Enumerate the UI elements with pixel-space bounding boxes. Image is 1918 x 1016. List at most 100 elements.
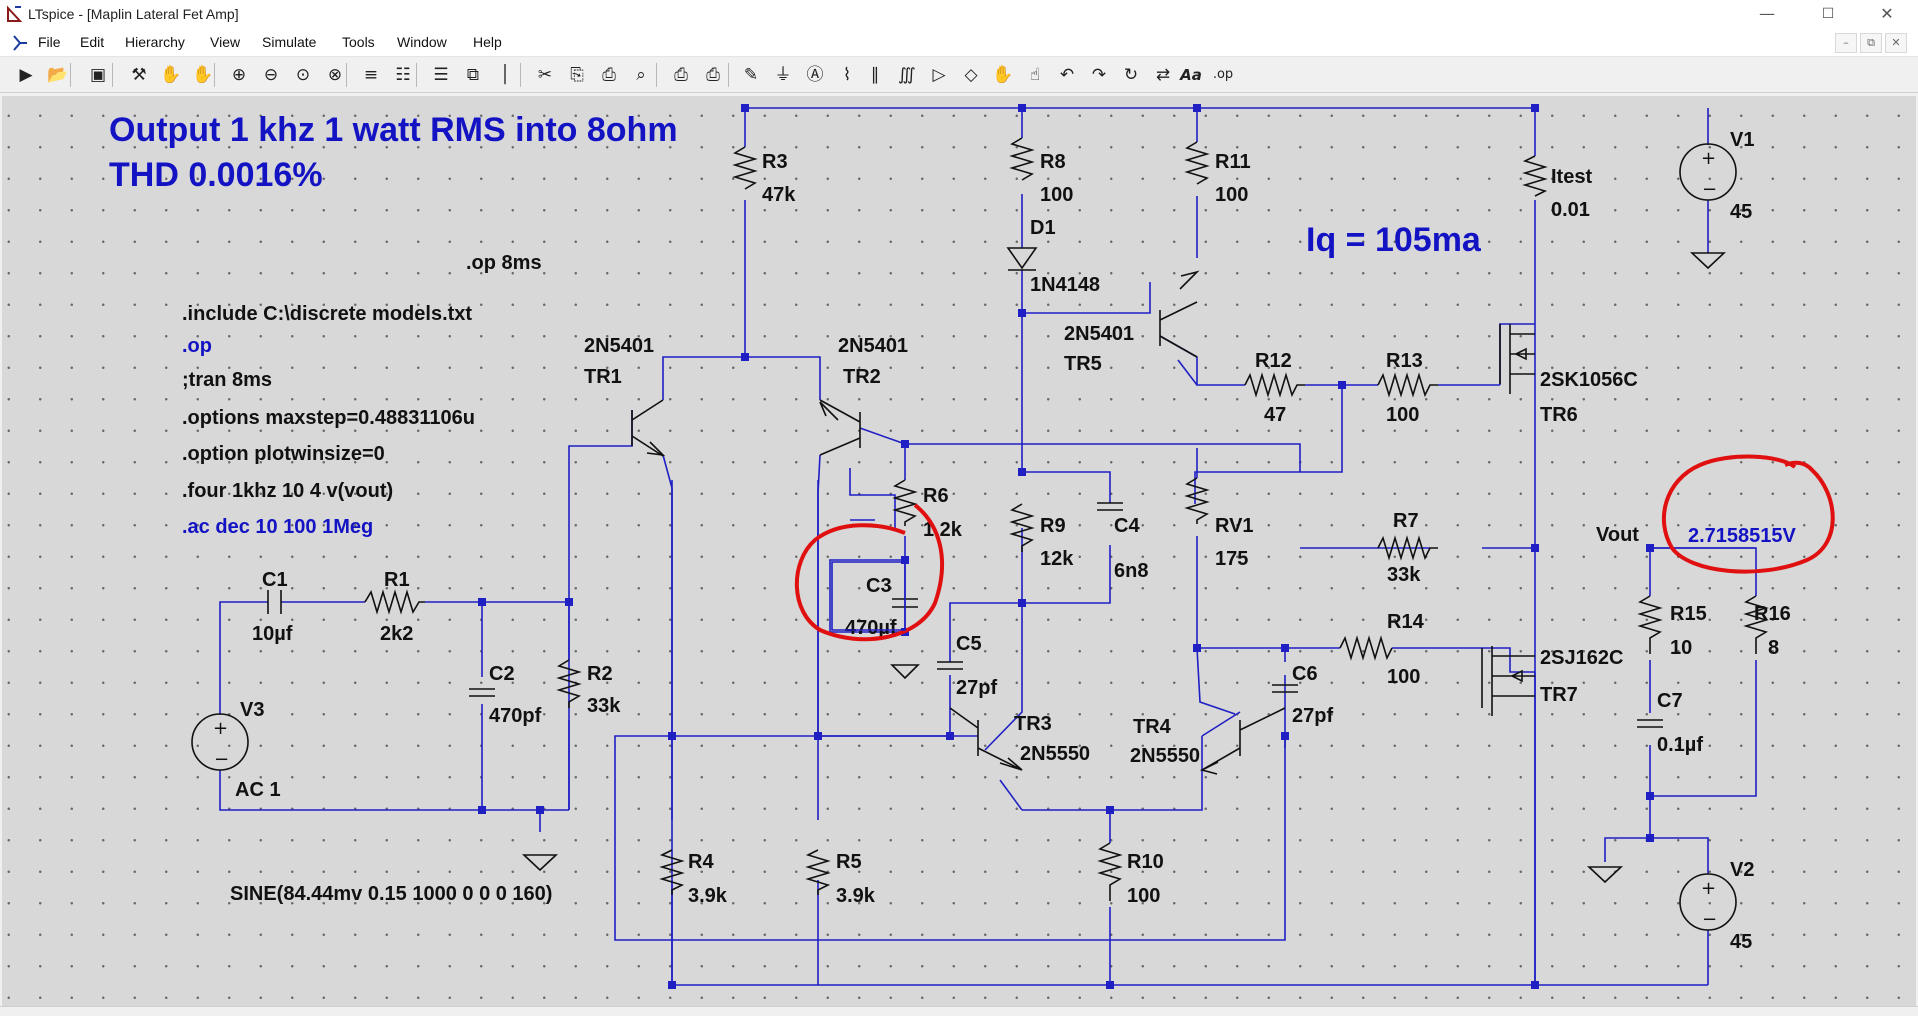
- resistor-icon-glyph: ⌇: [842, 65, 852, 85]
- text-icon-glyph: Aa: [1180, 66, 1202, 84]
- autorange-icon[interactable]: ≡: [358, 62, 384, 88]
- capacitor-C2: [469, 688, 495, 697]
- bjt-TR5: [1159, 270, 1200, 358]
- grid-off-icon[interactable]: ☷: [390, 62, 416, 88]
- save-icon[interactable]: ▣: [85, 62, 111, 88]
- copy-icon-glyph: ⎘: [570, 65, 584, 85]
- menu-simulate[interactable]: Simulate: [262, 34, 317, 50]
- value-R16: 8: [1768, 637, 1779, 659]
- resistor-RV1: [1184, 477, 1210, 524]
- value-V3: AC 1: [235, 779, 281, 801]
- label-R13: R13: [1386, 350, 1423, 372]
- cut-icon[interactable]: ✂: [532, 62, 558, 88]
- print-icon[interactable]: ⎙: [700, 62, 726, 88]
- resistor-icon[interactable]: ⌇: [834, 62, 860, 88]
- halt-icon[interactable]: ✋: [158, 62, 184, 88]
- menu-help[interactable]: Help: [473, 34, 502, 50]
- label-C1: C1: [262, 569, 288, 591]
- label-R7: R7: [1393, 510, 1419, 532]
- menu-window[interactable]: Window: [397, 34, 447, 50]
- part-TR1: 2N5401: [584, 335, 654, 357]
- inductor-icon[interactable]: ∭: [894, 62, 920, 88]
- ltspice-app-icon: [7, 5, 23, 22]
- menu-file[interactable]: File: [38, 34, 61, 50]
- zoom-fit-icon[interactable]: ⊙: [290, 62, 316, 88]
- bjt-TR2: [819, 399, 861, 456]
- label-TR4: TR4: [1133, 716, 1172, 738]
- cascade-icon[interactable]: ⧉: [460, 62, 486, 88]
- value-R1: 2k2: [380, 623, 413, 645]
- copy-icon[interactable]: ⎘: [564, 62, 590, 88]
- label-net-icon-glyph: Ⓐ: [806, 65, 824, 85]
- resistor-R14: [1339, 635, 1393, 661]
- zoom-out-icon[interactable]: ⊖: [258, 62, 284, 88]
- capacitor-C6: [1272, 684, 1298, 693]
- mdi-minimize-icon[interactable]: –: [1835, 33, 1857, 53]
- drag-icon-glyph: ☝: [1029, 65, 1041, 85]
- zoom-cancel-icon[interactable]: ⊗: [322, 62, 348, 88]
- toolbar-separator: [656, 63, 657, 87]
- mirror-icon[interactable]: ⇄: [1150, 62, 1176, 88]
- open-icon-glyph: 📂: [47, 65, 69, 85]
- capacitor-C1: [267, 590, 282, 614]
- source-V3: [191, 713, 249, 771]
- maximize-icon[interactable]: ☐: [1821, 6, 1835, 22]
- close-icon[interactable]: ✕: [1880, 4, 1894, 23]
- zoom-cancel-icon-glyph: ⊗: [327, 65, 343, 85]
- zoom-in-icon[interactable]: ⊕: [226, 62, 252, 88]
- move-icon[interactable]: ✋: [990, 62, 1016, 88]
- menu-tools[interactable]: Tools: [342, 34, 375, 50]
- directive-op: .op: [182, 335, 212, 357]
- mdi-close-icon[interactable]: ✕: [1885, 33, 1907, 53]
- menu-hierarchy[interactable]: Hierarchy: [125, 34, 185, 50]
- paste-icon[interactable]: ⎙: [596, 62, 622, 88]
- ltspice-menu-logo-icon[interactable]: [12, 34, 28, 52]
- diode-icon[interactable]: ▷: [926, 62, 952, 88]
- mdi-restore-icon[interactable]: ⧉: [1860, 33, 1882, 53]
- control-panel-icon[interactable]: ⚒: [126, 62, 152, 88]
- svg-text:+: +: [1701, 148, 1716, 169]
- pan-icon[interactable]: ✋: [190, 62, 216, 88]
- label-C2: C2: [489, 663, 515, 685]
- ground-v1: [1689, 252, 1727, 270]
- tile-horizontal-icon[interactable]: ☰: [428, 62, 454, 88]
- spice-directive-icon[interactable]: .op: [1210, 62, 1236, 88]
- rotate-icon-glyph: ↻: [1123, 65, 1139, 85]
- find-icon[interactable]: ⌕: [628, 62, 654, 88]
- rotate-icon[interactable]: ↻: [1118, 62, 1144, 88]
- text-icon[interactable]: Aa: [1178, 62, 1204, 88]
- resistor-R7: [1377, 535, 1438, 561]
- capacitor-icon[interactable]: ∥: [862, 62, 888, 88]
- value-D1: 1N4148: [1030, 274, 1100, 296]
- redo-icon[interactable]: ↷: [1086, 62, 1112, 88]
- label-R14: R14: [1387, 611, 1425, 633]
- source-V2: [1679, 873, 1737, 931]
- tile-vertical-icon[interactable]: │: [492, 62, 518, 88]
- label-TR7: TR7: [1540, 684, 1578, 706]
- label-net-icon[interactable]: Ⓐ: [802, 62, 828, 88]
- run-icon[interactable]: ▶: [13, 62, 39, 88]
- value-C4: 6n8: [1114, 560, 1148, 582]
- open-icon[interactable]: 📂: [45, 62, 71, 88]
- toolbar-separator: [112, 63, 113, 87]
- label-D1: D1: [1030, 217, 1056, 239]
- toolbar-separator: [70, 63, 71, 87]
- drag-icon[interactable]: ☝: [1022, 62, 1048, 88]
- capacitor-C7: [1637, 719, 1663, 728]
- menu-edit[interactable]: Edit: [80, 34, 105, 50]
- menu-view[interactable]: View: [210, 34, 241, 50]
- schematic-canvas[interactable]: [2, 96, 1916, 1006]
- part-TR2: 2N5401: [838, 335, 908, 357]
- component-icon[interactable]: ◇: [958, 62, 984, 88]
- draw-wire-icon[interactable]: ✎: [738, 62, 764, 88]
- ground-icon[interactable]: ⏚: [770, 62, 796, 88]
- value-R5: 3.9k: [836, 885, 876, 907]
- minimize-icon[interactable]: —: [1759, 4, 1775, 23]
- value-C6: 27pf: [1292, 705, 1333, 727]
- print-setup-icon[interactable]: ⎙: [668, 62, 694, 88]
- directive-four: .four 1khz 10 4 v(vout): [182, 480, 393, 502]
- diode-D1: [1006, 247, 1038, 271]
- undo-icon[interactable]: ↶: [1054, 62, 1080, 88]
- bjt-TR1: [631, 399, 666, 457]
